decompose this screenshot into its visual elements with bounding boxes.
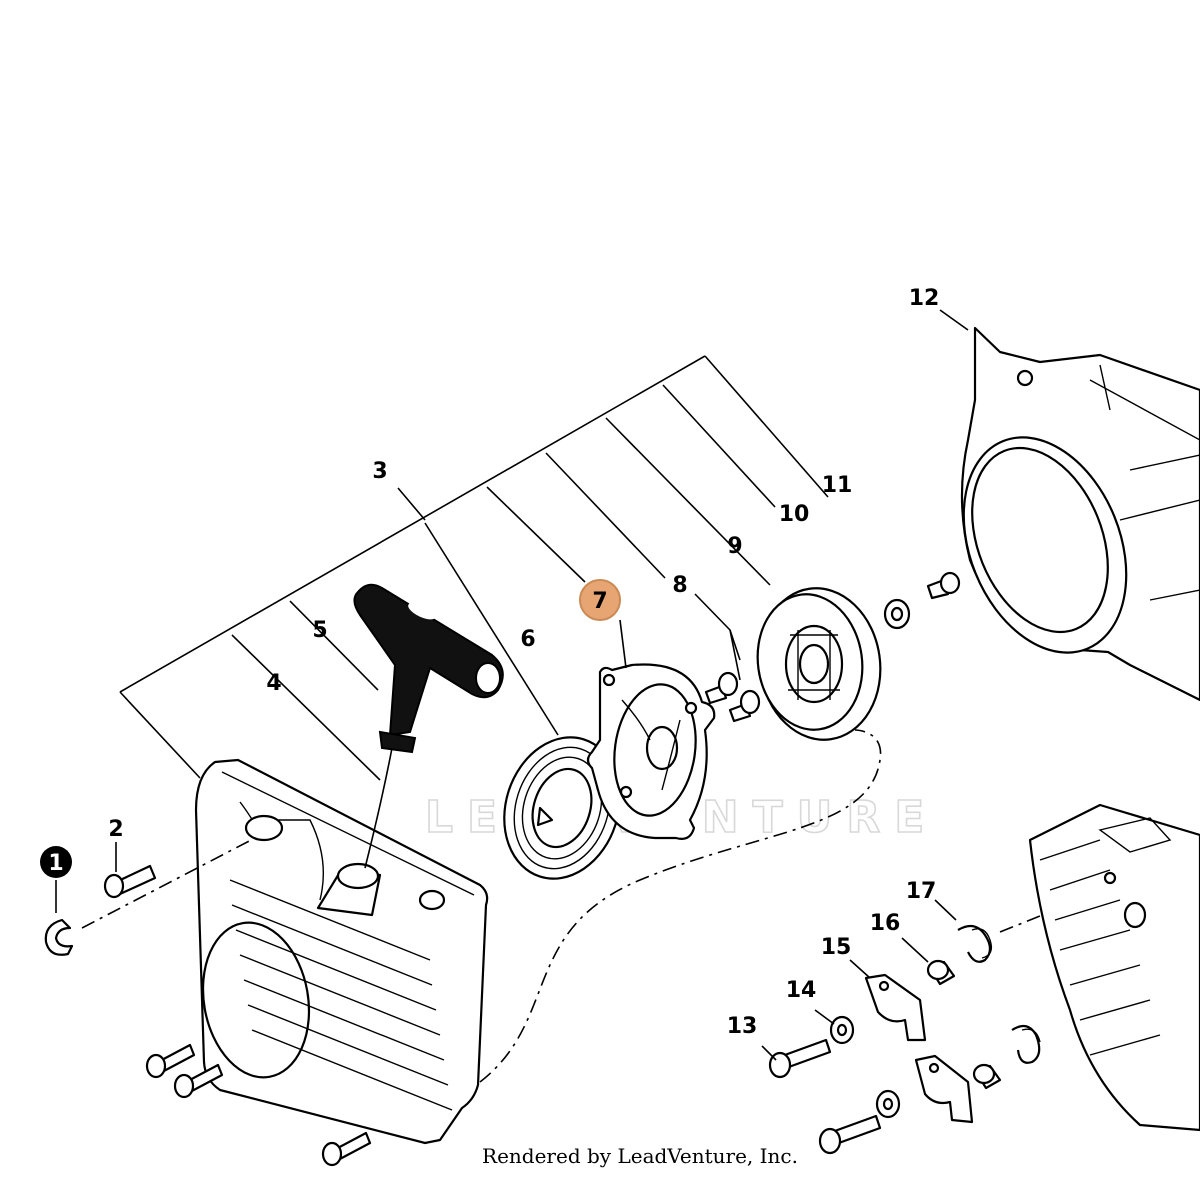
callout-9[interactable]: 9 xyxy=(727,534,742,559)
callout-10[interactable]: 10 xyxy=(779,502,810,527)
callout-3[interactable]: 3 xyxy=(372,459,387,484)
callout-12[interactable]: 12 xyxy=(909,286,940,311)
callout-4[interactable]: 4 xyxy=(266,671,281,696)
callout-15[interactable]: 15 xyxy=(821,935,852,960)
screw-2 xyxy=(103,864,157,899)
callout-7-marker[interactable] xyxy=(579,579,621,621)
callout-17[interactable]: 17 xyxy=(906,879,937,904)
grip-handle xyxy=(353,583,504,754)
callout-16[interactable]: 16 xyxy=(870,911,901,936)
callout-5[interactable]: 5 xyxy=(312,618,327,643)
screw-11 xyxy=(926,571,961,600)
callout-labels: 1 2 3 4 5 6 7 8 9 10 11 12 13 14 15 16 1… xyxy=(40,286,939,1039)
torsion-spring-17 xyxy=(957,924,1041,1064)
callout-14[interactable]: 14 xyxy=(786,978,817,1003)
callout-6[interactable]: 6 xyxy=(520,627,535,652)
rope-rotor xyxy=(756,587,882,741)
washer-14 xyxy=(829,1015,901,1119)
assembly-bracket xyxy=(119,355,829,781)
spring-housing xyxy=(586,663,716,840)
callout-1-marker[interactable] xyxy=(40,846,72,878)
fan-housing xyxy=(960,326,1200,702)
housing-screws xyxy=(145,1043,372,1167)
clip xyxy=(44,918,74,956)
washer-10 xyxy=(883,598,911,630)
callout-13[interactable]: 13 xyxy=(727,1014,758,1039)
callout-1[interactable]: 1 xyxy=(48,851,63,876)
screws-8 xyxy=(704,671,761,723)
callout-11[interactable]: 11 xyxy=(822,473,853,498)
flywheel xyxy=(1028,803,1200,1132)
rewind-spring xyxy=(503,736,621,880)
callout-2[interactable]: 2 xyxy=(108,817,123,842)
starter-rope xyxy=(364,747,393,869)
screw-13 xyxy=(768,1038,882,1155)
sleeve-16 xyxy=(926,959,1002,1090)
callout-7[interactable]: 7 xyxy=(592,589,607,614)
leader-lines xyxy=(55,309,969,1061)
pawl-15 xyxy=(864,973,974,1124)
callout-8[interactable]: 8 xyxy=(672,573,687,598)
render-credit: Rendered by LeadVenture, Inc. xyxy=(482,1144,798,1168)
starter-housing xyxy=(194,758,489,1145)
